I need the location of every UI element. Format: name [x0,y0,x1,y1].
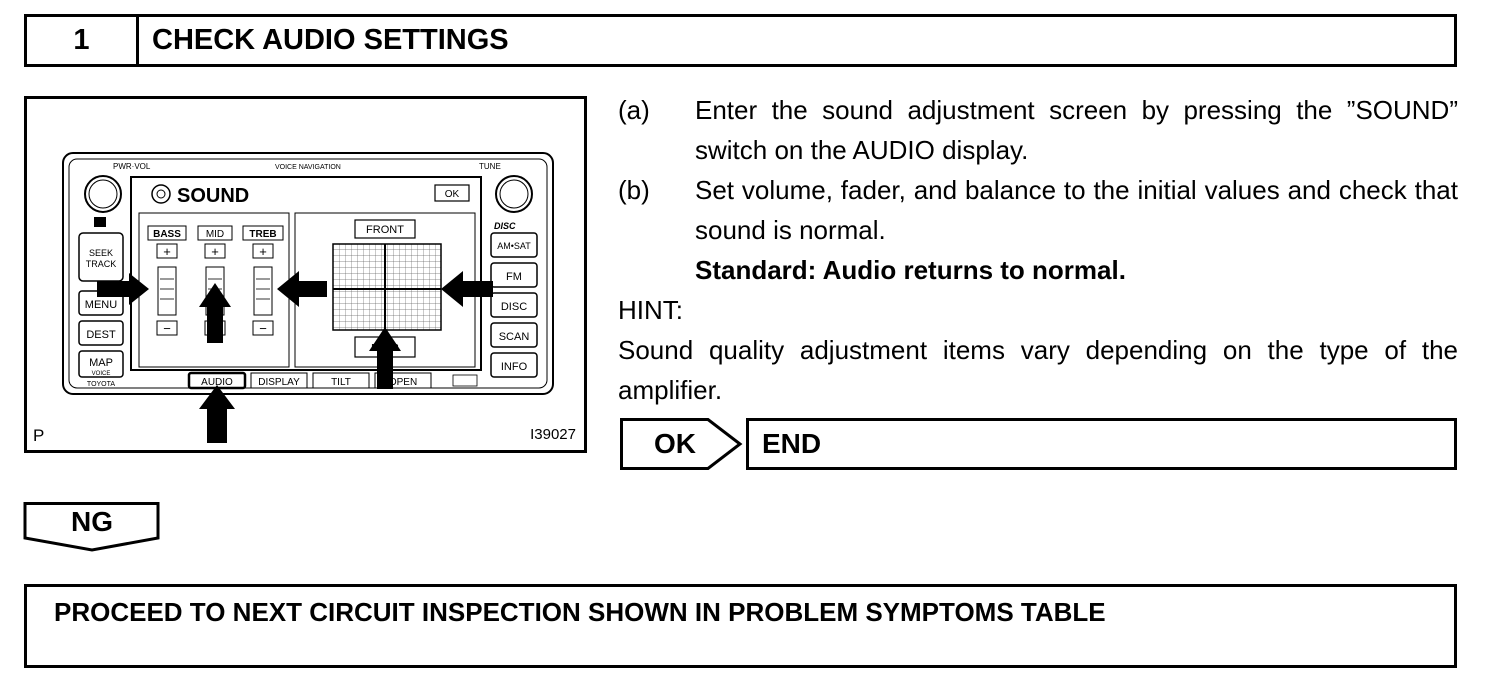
figure-corner-label: P [33,426,45,445]
figure-code: I39027 [530,426,576,443]
voice-sub-label: VOICE [92,371,111,377]
voice-nav-label: VOICE NAVIGATION [275,164,341,171]
pwr-vol-label: PWR·VOL [113,162,151,171]
proceed-box: PROCEED TO NEXT CIRCUIT INSPECTION SHOWN… [24,584,1457,668]
speaker-icon [151,184,171,204]
bass-plus: + [163,244,171,259]
treb-minus: − [259,321,267,336]
ok-screen-label: OK [445,189,460,200]
instructions: (a) Enter the sound adjustment screen by… [618,90,1458,410]
instruction-b-label: (b) [618,175,650,205]
ok-arrow-tag [620,418,743,470]
end-box: END [746,418,1457,470]
open-tab-label: OPEN [389,377,417,388]
track-label: TRACK [86,259,117,269]
treb-label: TREB [249,229,276,240]
instruction-a: (a) Enter the sound adjustment screen by… [618,90,1458,170]
ng-down-arrow [23,502,160,552]
tune-knob-icon [495,175,533,213]
pointer-arrows [97,271,493,443]
voice-button-icon [94,217,106,227]
balance-grid [332,243,442,331]
step-number: 1 [27,17,139,64]
instruction-a-label: (a) [618,95,650,125]
ng-tag: NG [22,502,162,552]
disc-logo: DISC [494,221,516,231]
audio-screen-illustration: PWR·VOL VOICE NAVIGATION TUNE DISC SEEK … [24,96,587,453]
front-label: FRONT [366,224,404,236]
am-sat-label: AM•SAT [497,241,531,251]
disc-label: DISC [501,301,527,313]
hint-text: Sound quality adjustment items vary depe… [618,335,1458,405]
instruction-b: (b) Set volume, fader, and balance to th… [618,170,1458,250]
display-tab-label: DISPLAY [258,377,300,388]
seek-label: SEEK [89,248,113,258]
instruction-b-text: Set volume, fader, and balance to the in… [695,175,1458,245]
ok-result-row: OK END [620,418,1460,470]
bass-label: BASS [153,229,181,240]
ok-label: OK [654,428,696,459]
mid-label: MID [206,229,224,240]
tilt-tab-label: TILT [331,377,351,388]
hint-label: HINT: [618,295,683,325]
info-label: INFO [501,361,528,373]
display-screen [130,176,482,371]
step-header: 1 CHECK AUDIO SETTINGS [24,14,1457,67]
step-title: CHECK AUDIO SETTINGS [152,24,509,56]
head-unit-drawing: PWR·VOL VOICE NAVIGATION TUNE DISC SEEK … [62,152,554,443]
toyota-label: TOYOTA [87,381,115,388]
instruction-a-text: Enter the sound adjustment screen by pre… [695,95,1458,165]
volume-knob-icon [84,175,122,213]
audio-tab-label: AUDIO [201,377,233,388]
treb-plus: + [259,244,267,259]
bass-minus: − [163,321,171,336]
map-button-label: MAP [89,357,113,369]
mid-plus: + [211,244,219,259]
fm-label: FM [506,271,522,283]
menu-button-label: MENU [85,299,117,311]
sound-title: SOUND [177,185,249,207]
ng-label: NG [71,506,113,537]
dest-button-label: DEST [86,329,116,341]
standard-text: Standard: Audio returns to normal. [695,255,1126,285]
tune-label: TUNE [479,162,501,171]
proceed-text: PROCEED TO NEXT CIRCUIT INSPECTION SHOWN… [54,597,1106,627]
scan-label: SCAN [499,331,530,343]
